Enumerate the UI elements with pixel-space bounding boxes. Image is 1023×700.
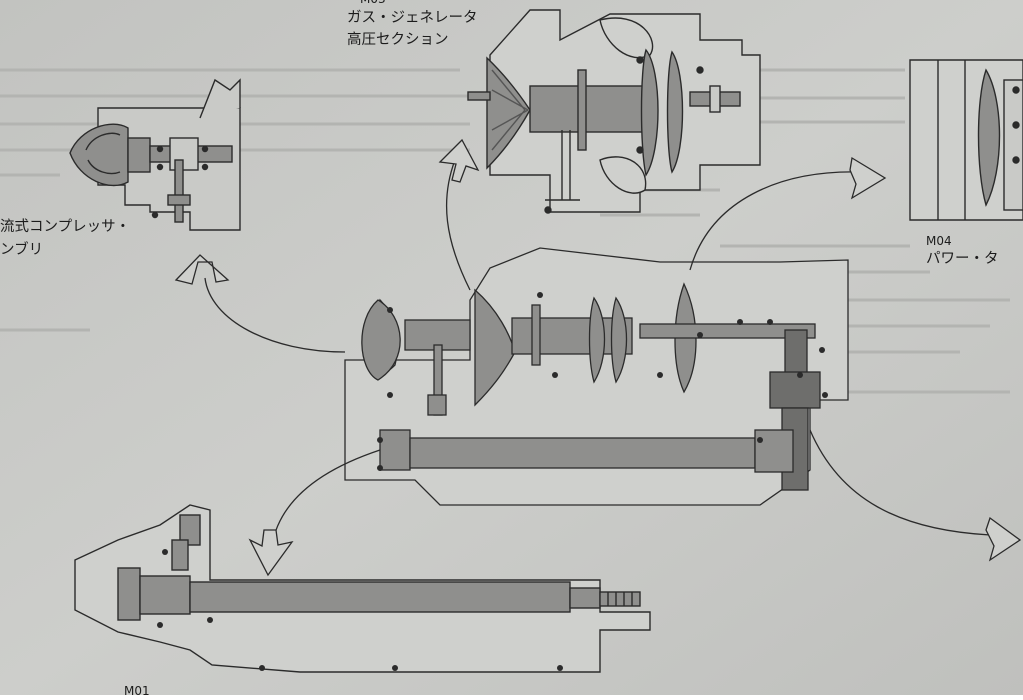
m04-power-turbine — [909, 59, 1023, 221]
arrow-to-m03 — [438, 138, 480, 291]
arrow-to-right-edge — [809, 429, 1022, 562]
arrow-to-m01 — [248, 449, 381, 577]
m02-title-line1: 流式コンプレッサ・ — [0, 219, 131, 235]
arrow-to-m02 — [174, 254, 346, 353]
m03-title-line2: 高圧セクション — [347, 32, 449, 48]
m01-shaft-assembly — [74, 504, 651, 673]
arrow-to-m04 — [689, 156, 887, 271]
m03-gas-generator-section — [467, 9, 761, 214]
full-engine-assembly — [344, 247, 849, 506]
m03-code-label: M03 — [360, 0, 386, 8]
m04-code-label: M04 — [926, 234, 952, 248]
m04-title-line1: パワー・タ — [926, 251, 999, 267]
m03-title-line1: ガス・ジェネレータ — [347, 10, 478, 26]
m01-code-label: M01 — [124, 684, 150, 698]
m02-title-line2: ンブリ — [0, 242, 44, 258]
m02-compressor-assembly — [69, 78, 241, 231]
